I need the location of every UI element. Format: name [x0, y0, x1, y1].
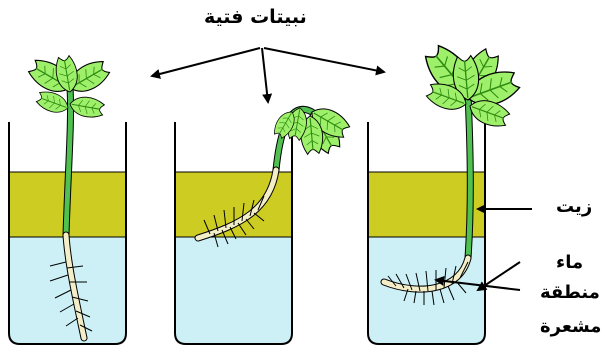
water-label: ماء [556, 252, 583, 273]
root-hair-zone-label-line1: منطقة [540, 282, 600, 303]
root-hair-zone-label-line2: مشعرة [540, 316, 601, 337]
young-seedlings-label: نبيتات فتية [204, 6, 307, 28]
arrow-to-middle-seedling [262, 48, 268, 102]
arrow-to-right-seedling [264, 48, 384, 72]
water-layer [175, 237, 292, 344]
arrow-to-left-seedling [152, 48, 260, 76]
oil-label: زيت [556, 196, 592, 217]
